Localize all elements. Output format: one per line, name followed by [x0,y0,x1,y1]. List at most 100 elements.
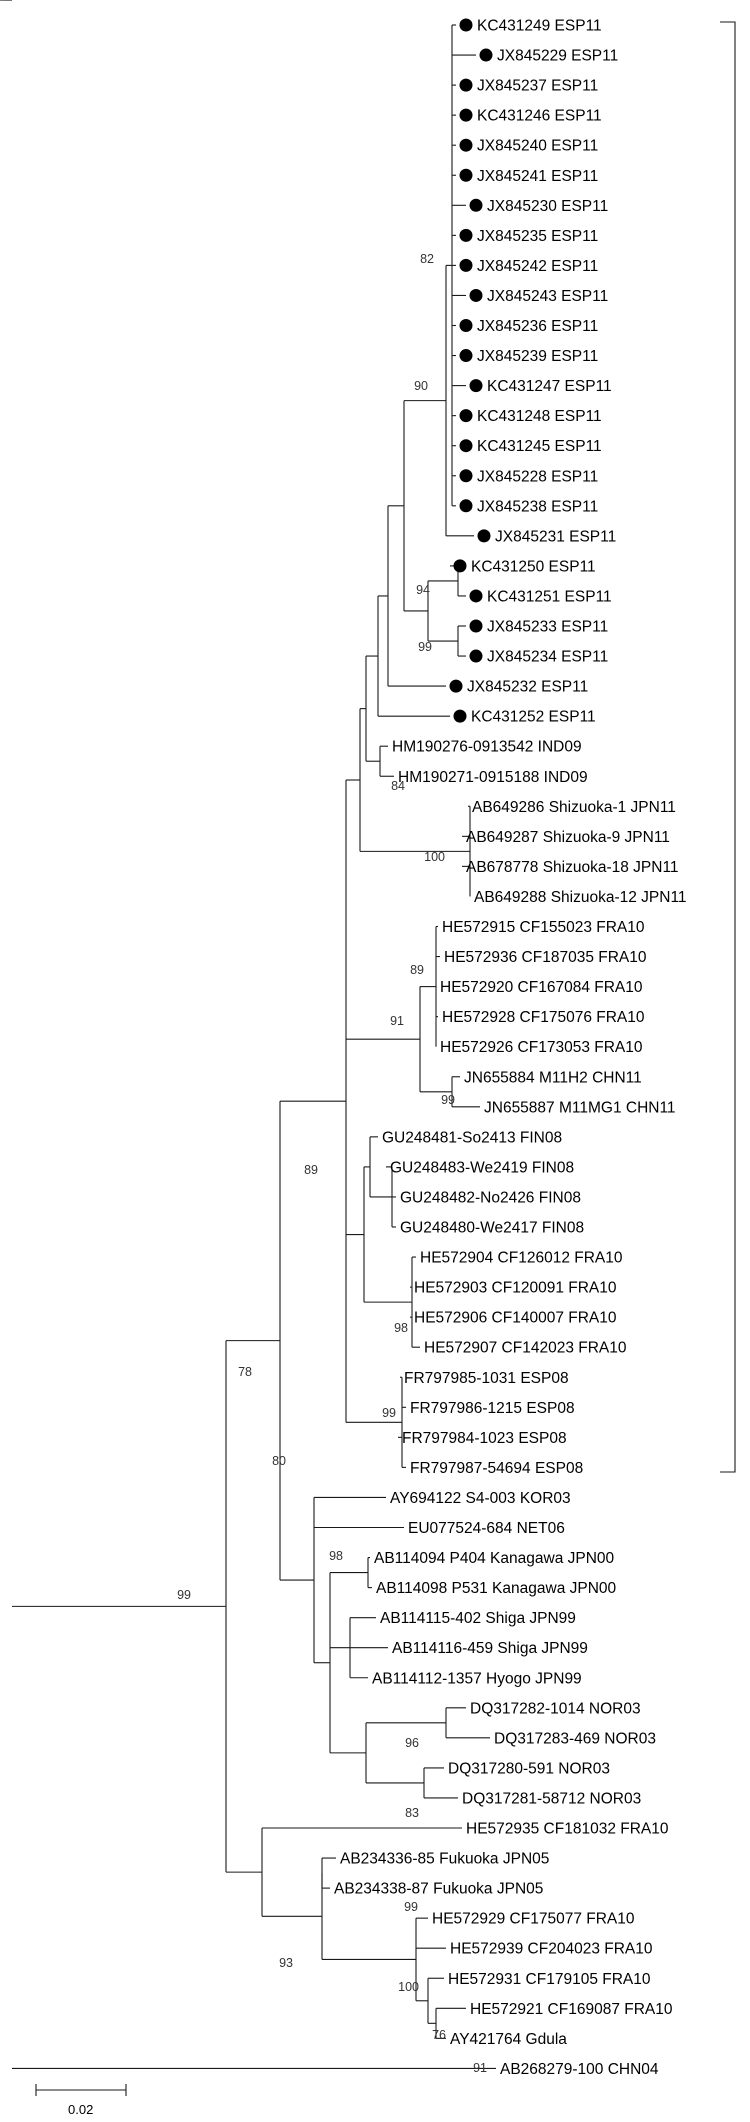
leaf-label: JX845236 ESP11 [477,318,598,335]
leaf-label: AY421764 Gdula [450,2031,567,2048]
leaf-label: HE572939 CF204023 FRA10 [450,1941,653,1958]
bootstrap-values: 8290949984100899199899899788098968399999… [177,252,487,2075]
leaf-label: HE572904 CF126012 FRA10 [420,1250,623,1267]
leaf-label: AB114116-459 Shiga JPN99 [392,1640,588,1657]
bootstrap-value: 82 [420,252,434,266]
leaf-marker [459,349,473,363]
clade-bracket [720,21,736,1473]
leaf-label: GU248481-So2413 FIN08 [382,1129,562,1146]
leaf-label: JX845240 ESP11 [477,138,598,155]
leaf-label: AB678778 Shizuoka-18 JPN11 [466,859,679,876]
leaf-label: FR797987-54694 ESP08 [410,1460,583,1477]
leaf-label: KC431245 ESP11 [477,438,602,455]
leaf-label: JN655884 M11H2 CHN11 [464,1069,642,1086]
leaf-label: JX845232 ESP11 [467,679,588,696]
bootstrap-value: 83 [405,1806,419,1820]
leaf-label: AB114094 P404 Kanagawa JPN00 [374,1550,615,1567]
leaf-label: JX845242 ESP11 [477,258,598,275]
leaf-label: AB649286 Shizuoka-1 JPN11 [472,799,676,816]
leaf-label: FR797984-1023 ESP08 [402,1430,567,1447]
leaf-marker [453,709,467,723]
leaf-label: JX845230 ESP11 [487,198,608,215]
leaf-label: HE572935 CF181032 FRA10 [466,1821,669,1838]
bootstrap-value: 89 [410,963,424,977]
scale-bar: 0.02 [35,2084,127,2117]
leaf-label: AY694122 S4-003 KOR03 [390,1490,571,1507]
leaf-label: HE572903 CF120091 FRA10 [414,1280,617,1297]
leaf-label: HE572906 CF140007 FRA10 [414,1310,617,1327]
leaf-label: EU077524-684 NET06 [408,1520,565,1537]
leaf-label: FR797985-1031 ESP08 [404,1370,569,1387]
leaf-markers [449,18,493,723]
leaf-marker [469,379,483,393]
leaf-label: KC431252 ESP11 [471,709,596,726]
leaf-label: HM190271-0915188 IND09 [398,769,588,786]
leaf-label: JX845237 ESP11 [477,78,598,95]
tree-branches [0,0,496,2069]
leaf-label: JX845241 ESP11 [477,168,598,185]
leaf-label: DQ317282-1014 NOR03 [470,1700,641,1717]
leaf-label: KC431250 ESP11 [471,558,596,575]
leaf-label: JX845239 ESP11 [477,348,598,365]
leaf-label: KC431251 ESP11 [487,588,612,605]
bootstrap-value: 90 [414,379,428,393]
leaf-label: JX845233 ESP11 [487,619,608,636]
leaf-marker [469,619,483,633]
leaf-label: JX845235 ESP11 [477,228,598,245]
bootstrap-value: 99 [177,1588,191,1602]
leaf-marker [453,559,467,573]
leaf-marker [469,198,483,212]
leaf-label: HE572915 CF155023 FRA10 [442,919,645,936]
bootstrap-value: 76 [432,2028,446,2042]
bootstrap-value: 99 [382,1406,396,1420]
bootstrap-value: 93 [279,1956,293,1970]
leaf-marker [459,439,473,453]
leaf-marker [459,168,473,182]
leaf-label: AB268279-100 CHN04 [500,2061,659,2078]
bootstrap-value: 100 [398,1980,419,1994]
bootstrap-value: 99 [404,1900,418,1914]
leaf-label: KC431248 ESP11 [477,408,602,425]
leaf-marker [459,138,473,152]
leaf-label: JN655887 M11MG1 CHN11 [484,1099,676,1116]
leaf-label: HE572936 CF187035 FRA10 [444,949,647,966]
leaf-label: HE572928 CF175076 FRA10 [442,1009,645,1026]
bootstrap-value: 91 [390,1014,404,1028]
leaf-marker [459,499,473,513]
leaf-label: AB234336-85 Fukuoka JPN05 [340,1851,549,1868]
leaf-label: HE572929 CF175077 FRA10 [432,1911,635,1928]
bootstrap-value: 98 [394,1321,408,1335]
leaf-label: AB234338-87 Fukuoka JPN05 [334,1881,543,1898]
leaf-label: HE572921 CF169087 FRA10 [470,2001,673,2018]
bootstrap-value: 89 [304,1163,318,1177]
leaf-label: AB114115-402 Shiga JPN99 [380,1610,576,1627]
bootstrap-value: 78 [238,1365,252,1379]
leaf-label: AB114112-1357 Hyogo JPN99 [372,1670,582,1687]
leaf-marker [459,18,473,32]
bootstrap-value: 94 [416,583,430,597]
leaf-label: JX845243 ESP11 [487,288,608,305]
leaf-marker [459,409,473,423]
leaf-label: DQ317280-591 NOR03 [448,1760,610,1777]
leaf-label: HM190276-0913542 IND09 [392,739,582,756]
bootstrap-value: 91 [473,2061,487,2075]
leaf-label: DQ317283-469 NOR03 [494,1730,656,1747]
leaf-marker [459,228,473,242]
bootstrap-value: 80 [272,1454,286,1468]
leaf-marker [459,469,473,483]
bootstrap-value: 99 [418,640,432,654]
leaf-marker [449,679,463,693]
leaf-label: HE572931 CF179105 FRA10 [448,1971,651,1988]
leaf-label: JX845238 ESP11 [477,498,598,515]
leaf-marker [459,258,473,272]
leaf-label: AB114098 P531 Kanagawa JPN00 [376,1580,617,1597]
leaf-marker [469,649,483,663]
leaf-label: JX845228 ESP11 [477,468,598,485]
leaf-label: KC431246 ESP11 [477,108,602,125]
leaf-label: FR797986-1215 ESP08 [410,1400,575,1417]
leaf-marker [459,78,473,92]
bootstrap-value: 96 [405,1736,419,1750]
leaf-marker [459,108,473,122]
